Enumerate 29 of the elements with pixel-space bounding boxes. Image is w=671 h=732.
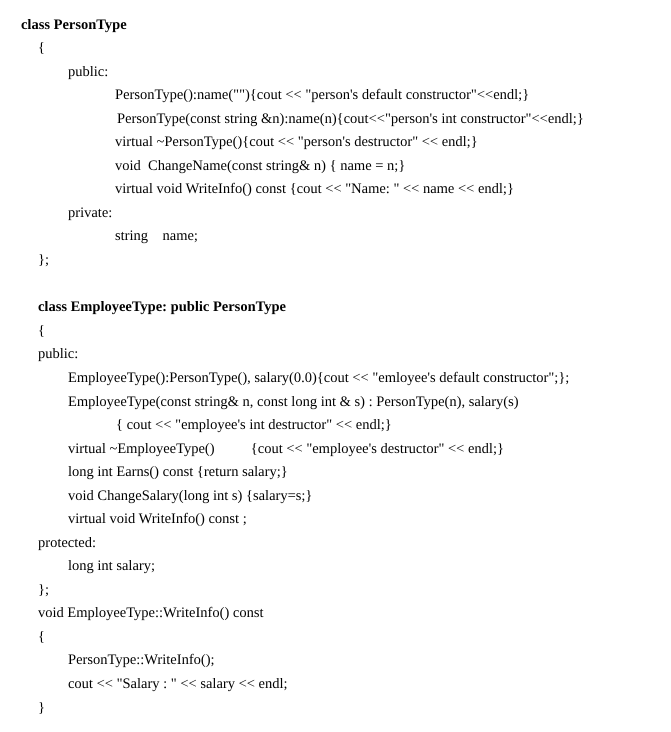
brace: { bbox=[38, 322, 45, 340]
code-line: virtual void WriteInfo() const {cout << "Name: " << name << endl;} bbox=[115, 180, 514, 198]
brace: }; bbox=[38, 251, 49, 269]
code-line: { cout << "employee's int destructor" << endl;} bbox=[116, 416, 392, 434]
code-line: long int Earns() const {return salary;} bbox=[68, 463, 288, 481]
class-heading: class EmployeeType: public PersonType bbox=[38, 298, 286, 316]
brace: { bbox=[38, 39, 45, 57]
code-line: PersonType():name(""){cout << "person's default constructor"<<endl;} bbox=[115, 86, 530, 104]
code-line: PersonType::WriteInfo(); bbox=[68, 651, 215, 669]
brace: } bbox=[38, 699, 45, 717]
code-line: virtual ~EmployeeType() {cout << "employee's destructor" << endl;} bbox=[68, 440, 504, 458]
code-line: long int salary; bbox=[68, 557, 155, 575]
access-specifier: public: bbox=[68, 63, 108, 81]
code-line: EmployeeType():PersonType(), salary(0.0){cout << "emloyee's default constructor";}; bbox=[68, 369, 570, 387]
code-line: PersonType(const string &n):name(n){cout<<"person's int constructor"<<endl;} bbox=[117, 110, 584, 128]
code-line: void ChangeSalary(long int s) {salary=s;} bbox=[68, 487, 312, 505]
brace: }; bbox=[38, 581, 49, 599]
access-specifier: public: bbox=[38, 345, 78, 363]
access-specifier: private: bbox=[68, 204, 112, 222]
code-line: virtual ~PersonType(){cout << "person's destructor" << endl;} bbox=[115, 133, 478, 151]
brace: { bbox=[38, 628, 45, 646]
code-line: virtual void WriteInfo() const ; bbox=[68, 510, 247, 528]
code-line: string name; bbox=[115, 227, 198, 245]
class-heading: class PersonType bbox=[21, 16, 127, 34]
code-line: EmployeeType(const string& n, const long int & s) : PersonType(n), salary(s) bbox=[68, 393, 519, 411]
access-specifier: protected: bbox=[38, 534, 96, 552]
code-line: cout << "Salary : " << salary << endl; bbox=[68, 675, 288, 693]
code-line: void ChangeName(const string& n) { name = n;} bbox=[115, 157, 406, 175]
code-line: void EmployeeType::WriteInfo() const bbox=[38, 604, 264, 622]
